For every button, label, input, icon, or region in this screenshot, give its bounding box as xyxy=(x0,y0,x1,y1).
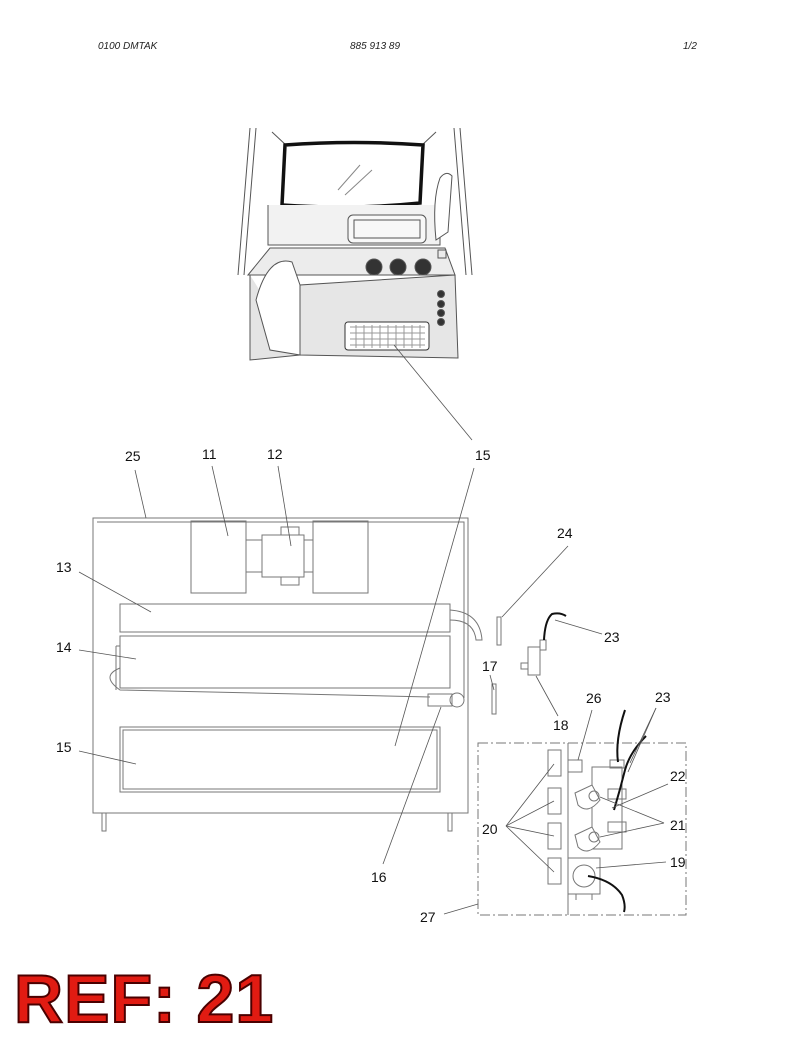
wire-23b xyxy=(613,735,647,811)
header-code: 0100 DMTAK xyxy=(98,41,158,52)
housing-frame-25 xyxy=(92,517,469,814)
wire-19 xyxy=(587,875,626,913)
lower-grille xyxy=(344,321,430,351)
callout-26: 26 xyxy=(586,690,602,706)
sensor-18 xyxy=(527,646,541,676)
side-components xyxy=(491,612,567,715)
switch-21a xyxy=(588,790,600,802)
callout-24: 24 xyxy=(557,525,573,541)
motor-19 xyxy=(567,857,601,895)
callout-20: 20 xyxy=(482,821,498,837)
seal-17 xyxy=(491,683,497,715)
round-vent-2 xyxy=(389,258,407,276)
callout-17: 17 xyxy=(482,658,498,674)
leader-lines xyxy=(78,344,669,915)
callout-14: 14 xyxy=(56,639,72,655)
round-vent-3 xyxy=(414,258,432,276)
callout-21: 21 xyxy=(670,817,686,833)
relay-20b xyxy=(547,787,562,815)
callout-labels: 25 11 12 15 24 13 23 14 17 26 23 18 15 2… xyxy=(56,446,686,925)
callout-13: 13 xyxy=(56,559,72,575)
filter-15 xyxy=(119,726,441,793)
relay-20a xyxy=(547,749,562,777)
fan-motor-12 xyxy=(261,534,305,578)
valve-16 xyxy=(449,692,465,708)
callout-15-top: 15 xyxy=(475,447,491,463)
callout-27: 27 xyxy=(420,909,436,925)
heater-core-13 xyxy=(119,603,451,633)
seal-24 xyxy=(496,616,502,646)
upper-vent xyxy=(347,214,427,244)
callout-19: 19 xyxy=(670,854,686,870)
header-page-number: 1/2 xyxy=(683,41,697,52)
evaporator-core-14 xyxy=(119,635,451,689)
connector-26 xyxy=(567,759,583,773)
callout-18: 18 xyxy=(553,717,569,733)
callout-15-left: 15 xyxy=(56,739,72,755)
cab-view xyxy=(237,127,473,361)
wire-23a xyxy=(616,709,626,763)
callout-11: 11 xyxy=(202,446,217,462)
sensor-wire-23 xyxy=(543,612,567,641)
windshield xyxy=(280,140,425,209)
callout-25: 25 xyxy=(125,448,141,464)
reference-label: REF: 21 xyxy=(13,961,275,1037)
callout-23-a: 23 xyxy=(604,629,620,645)
callout-16: 16 xyxy=(371,869,387,885)
electrical-box-27 xyxy=(477,709,687,916)
relay-20d xyxy=(547,857,562,885)
switch-21b xyxy=(588,831,600,843)
fan-housing-right xyxy=(312,520,369,594)
relay-20c xyxy=(547,822,562,850)
callout-12: 12 xyxy=(267,446,283,462)
callout-23-b: 23 xyxy=(655,689,671,705)
header-part-number: 885 913 89 xyxy=(350,41,401,52)
callout-22: 22 xyxy=(670,768,686,784)
round-vent-1 xyxy=(365,258,383,276)
fan-housing-left-11 xyxy=(190,520,247,594)
heater-unit xyxy=(92,517,483,832)
